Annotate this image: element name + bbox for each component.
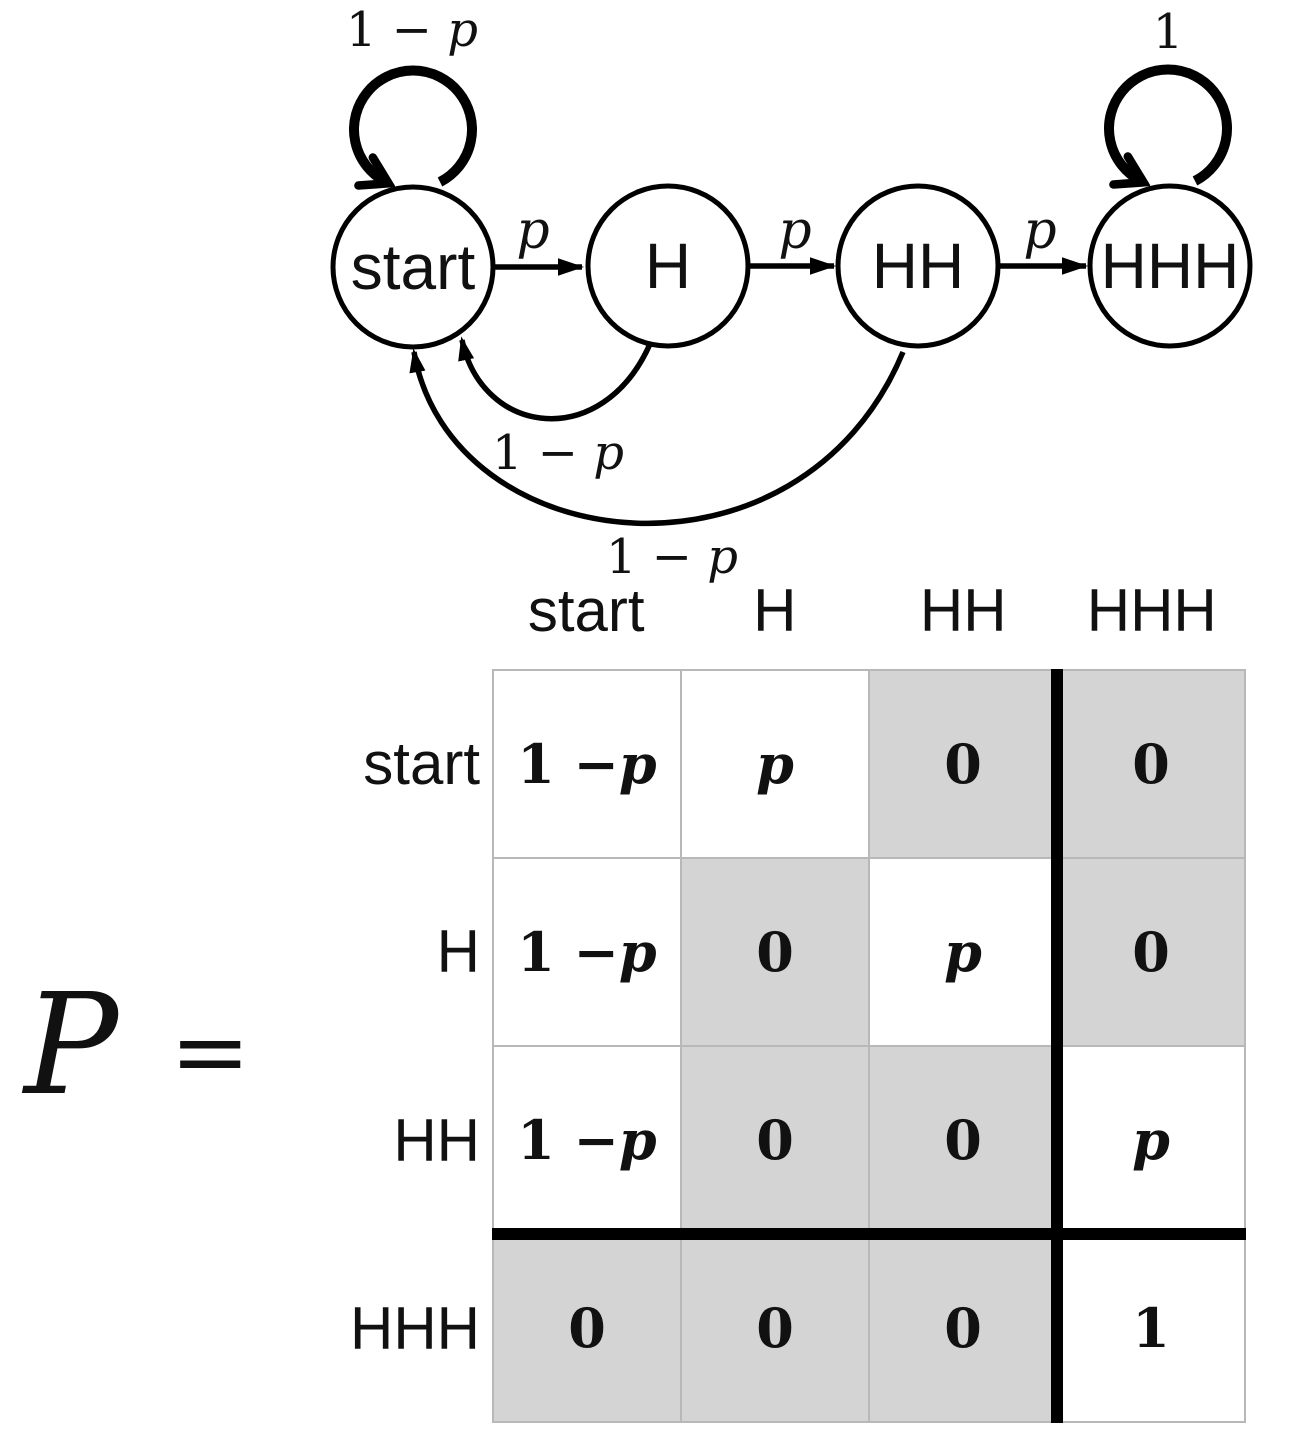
label-start-self-loop: 1 − p (346, 2, 478, 58)
matrix-partition-line-vertical (1051, 669, 1063, 1423)
matrix-cell-H-H: 0 (682, 859, 868, 1045)
matrix-cell-HH-H: 0 (682, 1047, 868, 1233)
state-node-hhh: HHH (1087, 183, 1253, 349)
matrix-cell-HHH-H: 0 (682, 1235, 868, 1421)
matrix-cell-start-start: 1 − p (494, 671, 680, 857)
matrix-col-header-H: H (753, 577, 797, 644)
matrix-row-header-HHH: HHH (350, 1295, 480, 1363)
state-label-hh: HH (872, 230, 964, 302)
matrix-cell-HH-HH: 0 (870, 1047, 1056, 1233)
state-node-h: H (585, 183, 751, 349)
matrix-cell-start-HH: 0 (870, 671, 1056, 857)
matrix-col-header-start: start (527, 577, 645, 644)
transition-arc-hh-to-start (409, 348, 906, 527)
matrix-cell-H-HH: p (870, 859, 1056, 1045)
matrix-col-header-HHH: HHH (1086, 577, 1217, 644)
matrix-cell-HHH-start: 0 (494, 1235, 680, 1421)
matrix-col-header-HH: HH (919, 577, 1007, 644)
label-hhh-self-loop: 1 (1153, 4, 1184, 60)
self-loop-arrow-hhh (1104, 64, 1232, 181)
label-hh-to-hhh: p (1023, 201, 1056, 261)
state-label-start: start (351, 231, 476, 303)
matrix-symbol-p: P (24, 964, 119, 1127)
matrix-row-header-start: start (363, 729, 480, 797)
self-loop-arrow-start (349, 65, 477, 182)
matrix-row-header-HH: HH (393, 1106, 480, 1174)
state-label-hhh: HHH (1101, 230, 1240, 302)
matrix-cell-H-HHH: 0 (1058, 859, 1244, 1045)
label-h-to-hh: p (778, 201, 811, 261)
matrix-cell-HHH-HH: 0 (870, 1235, 1056, 1421)
transition-arc-h-to-start (458, 336, 653, 422)
matrix-cell-H-start: 1 − p (494, 859, 680, 1045)
state-node-hh: HH (835, 183, 1001, 349)
matrix-cell-start-H: p (682, 671, 868, 857)
matrix-cell-HHH-HHH: 1 (1058, 1235, 1244, 1421)
label-h-to-start: 1 − p (492, 425, 624, 481)
matrix-row-header-H: H (436, 918, 480, 986)
equals-sign: = (170, 996, 251, 1108)
matrix-partition-line-horizontal (492, 1228, 1246, 1240)
label-start-to-h: p (516, 201, 549, 261)
label-hh-to-start: 1 − p (606, 529, 738, 585)
state-label-h: H (645, 230, 691, 302)
state-node-start: start (330, 184, 496, 350)
matrix-cell-start-HHH: 0 (1058, 671, 1244, 857)
matrix-cell-HH-HHH: p (1058, 1047, 1244, 1233)
matrix-cell-HH-start: 1 − p (494, 1047, 680, 1233)
state-transition-diagram: start H HH HHH 1 − p 1 p p p 1 − p 1 − p (330, 2, 1253, 585)
